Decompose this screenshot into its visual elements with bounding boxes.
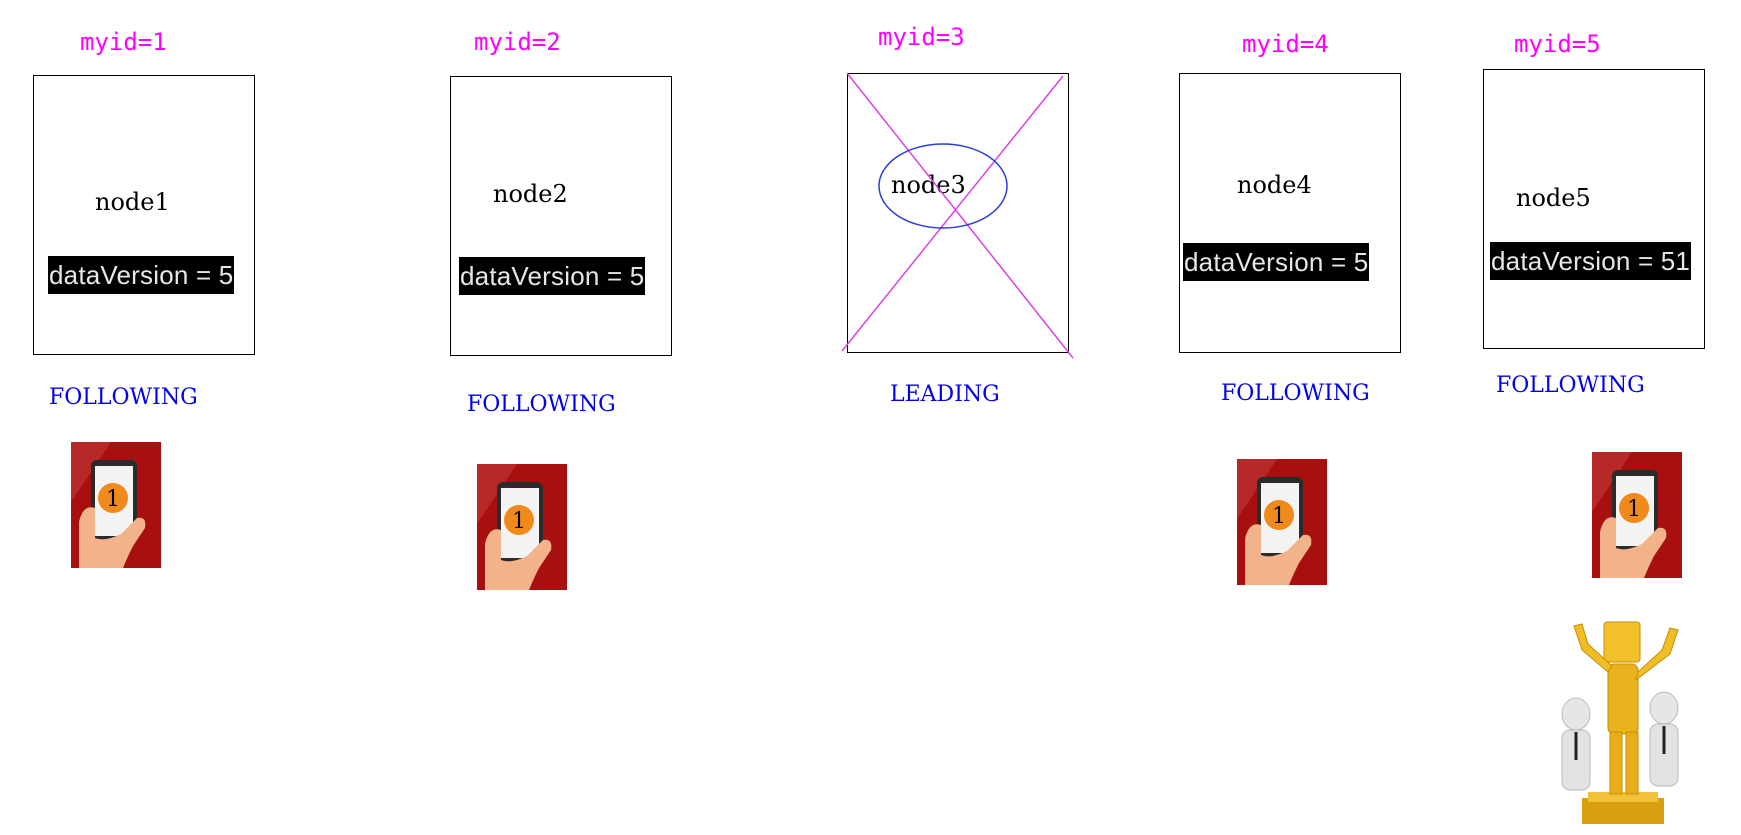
node-name-3: node3 bbox=[891, 171, 966, 199]
data-version-4: dataVersion = 5 bbox=[1183, 243, 1370, 281]
coin-digit: 1 bbox=[512, 509, 526, 534]
phone-vote-icon: 1 bbox=[71, 442, 161, 568]
node-box-4: node4 dataVersion = 5 bbox=[1179, 73, 1401, 353]
node-state-3: LEADING bbox=[890, 382, 1000, 407]
node-box-3: node3 bbox=[847, 73, 1069, 353]
myid-label-4: myid=4 bbox=[1242, 30, 1329, 58]
node-box-1: node1 dataVersion = 5 bbox=[33, 75, 255, 355]
node-box-5: node5 dataVersion = 51 bbox=[1483, 69, 1705, 349]
myid-label-3: myid=3 bbox=[878, 23, 965, 51]
node-box-2: node2 dataVersion = 5 bbox=[450, 76, 672, 356]
node-state-1: FOLLOWING bbox=[49, 385, 198, 410]
data-version-1: dataVersion = 5 bbox=[48, 256, 235, 294]
phone-vote-icon: 1 bbox=[1592, 452, 1682, 578]
data-version-5: dataVersion = 51 bbox=[1490, 242, 1692, 280]
phone-vote-icon: 1 bbox=[1237, 459, 1327, 585]
myid-label-5: myid=5 bbox=[1514, 30, 1601, 58]
node-state-2: FOLLOWING bbox=[467, 392, 616, 417]
node-name-1: node1 bbox=[95, 188, 170, 216]
node-name-4: node4 bbox=[1237, 171, 1312, 199]
node-state-5: FOLLOWING bbox=[1496, 373, 1645, 398]
node-name-5: node5 bbox=[1516, 184, 1591, 212]
coin-digit: 1 bbox=[1627, 497, 1641, 522]
myid-label-1: myid=1 bbox=[80, 28, 167, 56]
myid-label-2: myid=2 bbox=[474, 28, 561, 56]
coin-digit: 1 bbox=[106, 487, 120, 512]
node-state-4: FOLLOWING bbox=[1221, 381, 1370, 406]
phone-vote-icon: 1 bbox=[477, 464, 567, 590]
data-version-2: dataVersion = 5 bbox=[459, 257, 646, 295]
node-name-2: node2 bbox=[493, 180, 568, 208]
trophy-figure-icon bbox=[1561, 621, 1679, 824]
coin-digit: 1 bbox=[1272, 504, 1286, 529]
